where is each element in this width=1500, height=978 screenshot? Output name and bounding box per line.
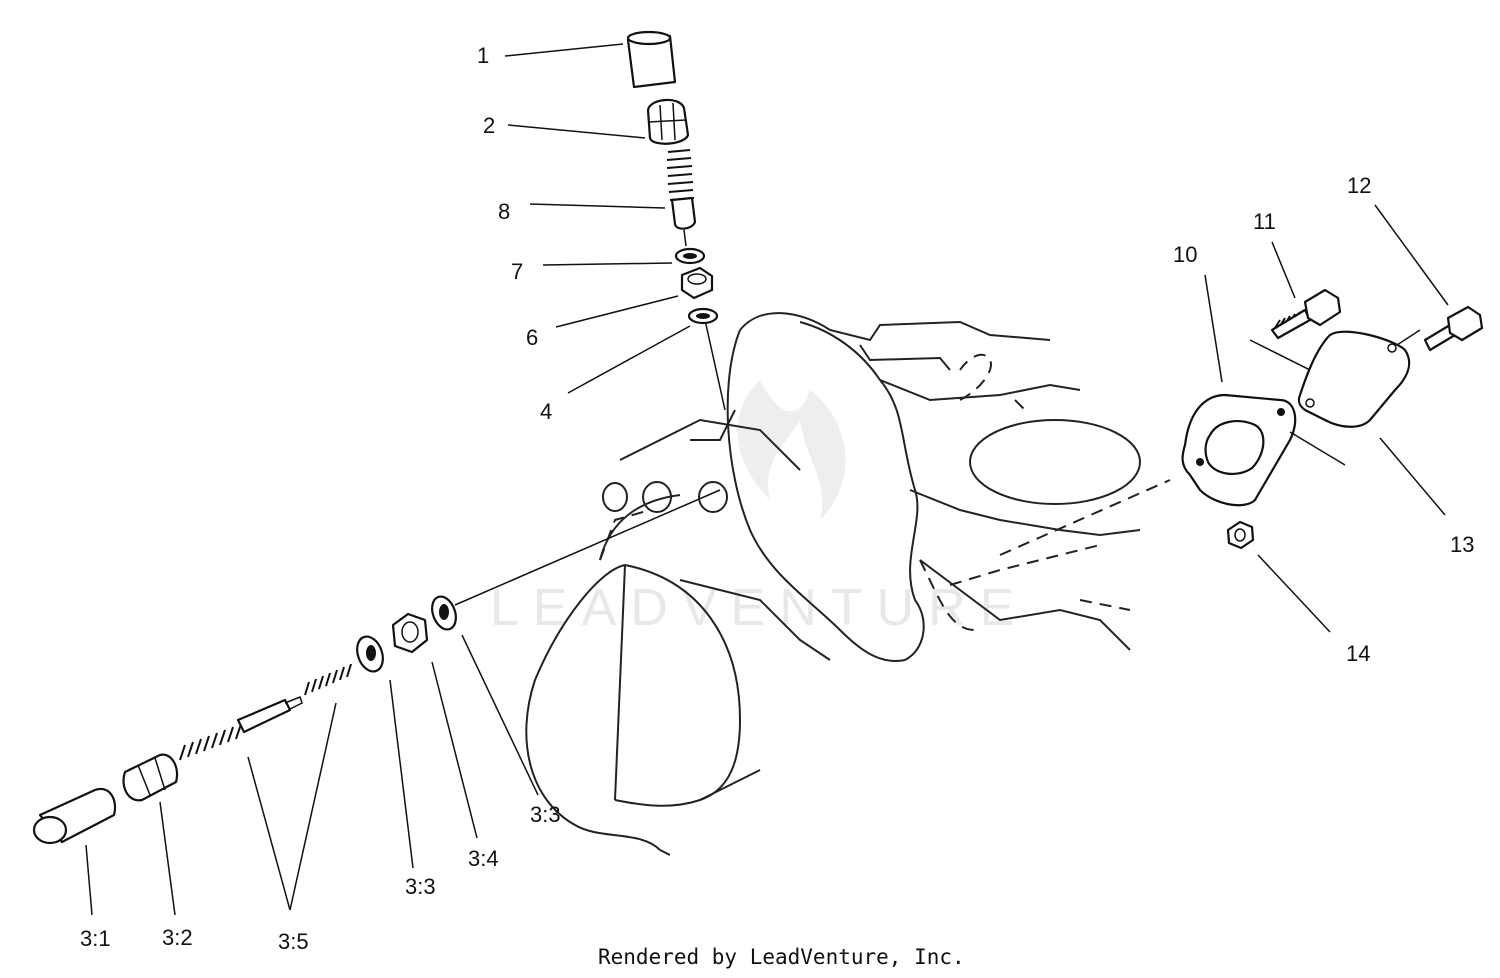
callout-6: 6 bbox=[526, 325, 538, 350]
part-1-cap[interactable] bbox=[626, 30, 677, 89]
leader-lines bbox=[85, 43, 1449, 916]
callout-3-3-upper: 3:3 bbox=[530, 802, 561, 827]
part-11-bolt[interactable] bbox=[1270, 288, 1342, 340]
callout-3-4: 3:4 bbox=[468, 846, 499, 871]
callout-14: 14 bbox=[1346, 641, 1370, 666]
callout-3-3-lower: 3:3 bbox=[405, 874, 436, 899]
part-10-gasket[interactable] bbox=[1181, 393, 1297, 507]
part-3-5-shaft-spring[interactable] bbox=[179, 663, 352, 761]
part-4-washer[interactable] bbox=[687, 307, 719, 325]
callout-4: 4 bbox=[540, 399, 552, 424]
callout-2: 2 bbox=[483, 113, 495, 138]
callout-10: 10 bbox=[1173, 242, 1197, 267]
callout-3-5: 3:5 bbox=[278, 929, 309, 954]
part-3-3-washer-a[interactable] bbox=[353, 633, 388, 675]
callout-12: 12 bbox=[1347, 173, 1371, 198]
part-2-nut[interactable] bbox=[646, 98, 690, 145]
assembly-axis-horizontal bbox=[454, 489, 721, 606]
leadventure-watermark: LEADVENTURE bbox=[490, 380, 1028, 637]
callout-11: 11 bbox=[1253, 209, 1276, 234]
assembly-axis-right bbox=[999, 479, 1171, 556]
part-6-nut[interactable] bbox=[680, 266, 714, 300]
footer-credit: Rendered by LeadVenture, Inc. bbox=[598, 945, 965, 969]
callout-1: 1 bbox=[477, 43, 489, 68]
part-13-cover-plate[interactable] bbox=[1297, 330, 1411, 428]
part-7-washer[interactable] bbox=[674, 247, 706, 265]
part-3-2-nut[interactable] bbox=[122, 753, 179, 802]
assembly-axis-vertical bbox=[704, 319, 726, 411]
part-3-1-cap[interactable] bbox=[32, 787, 117, 845]
callout-3-1: 3:1 bbox=[80, 926, 111, 951]
engine-housing bbox=[525, 312, 1141, 856]
part-12-bolt[interactable] bbox=[1423, 305, 1484, 352]
part-8-spring-pin[interactable] bbox=[666, 149, 697, 247]
callout-13: 13 bbox=[1450, 532, 1474, 557]
part-3-4-nut[interactable] bbox=[391, 612, 429, 654]
callout-labels: 1 2 8 7 6 4 10 11 12 13 14 3:1 3:2 3:5 3… bbox=[80, 43, 1474, 954]
callout-8: 8 bbox=[498, 199, 510, 224]
callout-3-2: 3:2 bbox=[162, 925, 193, 950]
watermark-text: LEADVENTURE bbox=[490, 579, 1028, 637]
part-3-3-washer-b[interactable] bbox=[428, 593, 460, 632]
part-14-nut[interactable] bbox=[1226, 520, 1255, 550]
callout-7: 7 bbox=[511, 259, 523, 284]
